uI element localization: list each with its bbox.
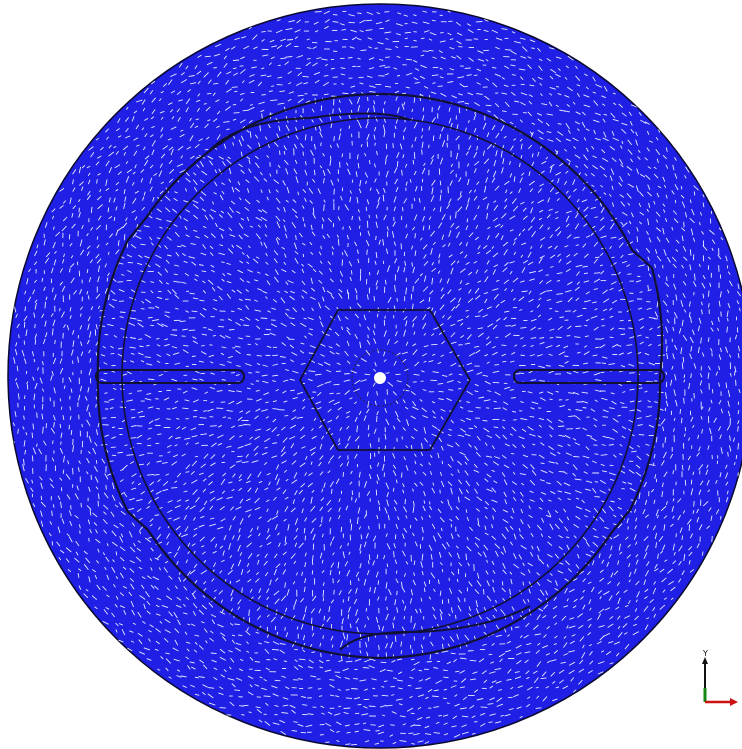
y-axis-arrow-icon: [702, 657, 708, 664]
mesh-edge-segments: [11, 10, 742, 746]
axis-triad: Y: [702, 649, 738, 706]
y-axis-label: Y: [702, 649, 708, 658]
center-hole: [374, 372, 386, 384]
top-notch: [209, 112, 411, 151]
hex-hub: [298, 309, 472, 451]
mesh-element-edges: [11, 10, 742, 746]
inner-boundary: [96, 92, 664, 660]
right-slot: [513, 369, 665, 384]
hub-ring: [351, 349, 409, 407]
left-slot: [95, 369, 245, 384]
x-axis-arrow-icon: [730, 698, 738, 706]
bottom-notch: [339, 605, 531, 651]
